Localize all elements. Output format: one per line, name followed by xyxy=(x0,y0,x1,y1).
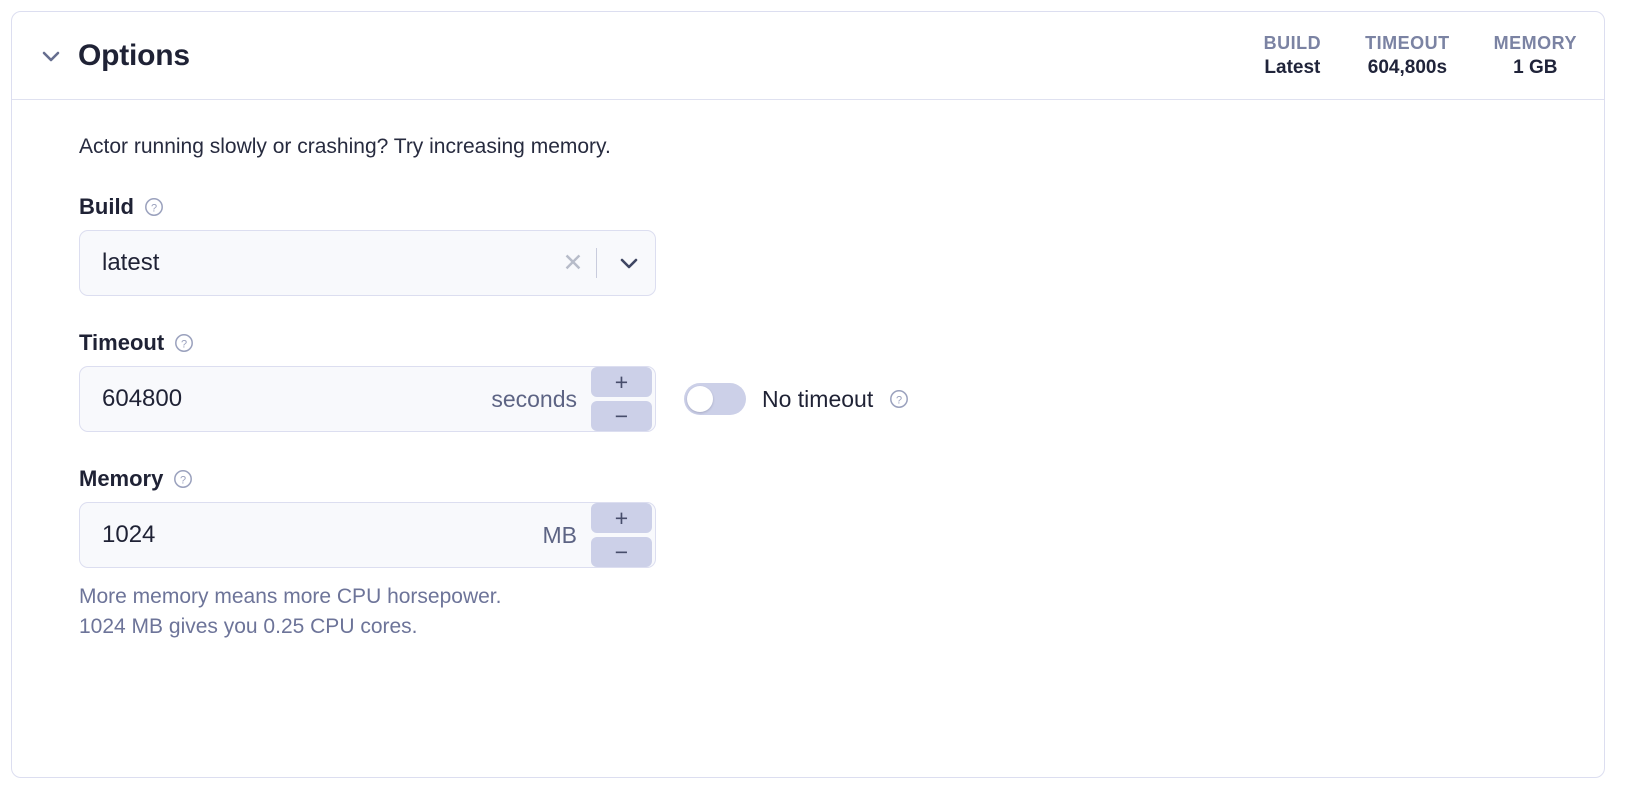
select-divider xyxy=(596,248,597,279)
timeout-stepper: + − xyxy=(591,367,655,432)
memory-helper-line-2: 1024 MB gives you 0.25 CPU cores. xyxy=(79,615,418,639)
timeout-control-row: 604800 seconds + − No timeout xyxy=(79,366,1604,433)
header-stats: BUILD Latest TIMEOUT 604,800s MEMORY 1 G… xyxy=(1264,33,1577,79)
svg-text:?: ? xyxy=(151,203,157,215)
svg-text:?: ? xyxy=(896,395,902,407)
stat-build-label: BUILD xyxy=(1263,32,1322,53)
options-card: Options BUILD Latest TIMEOUT 604,800s ME… xyxy=(11,11,1605,778)
stat-timeout-value: 604,800s xyxy=(1367,56,1448,78)
close-icon[interactable]: ✕ xyxy=(562,249,584,278)
memory-label: Memory xyxy=(79,466,164,492)
no-timeout-group: No timeout ? xyxy=(684,383,909,416)
stat-build: BUILD Latest xyxy=(1264,33,1322,79)
memory-increment-button[interactable]: + xyxy=(591,503,652,534)
timeout-increment-button[interactable]: + xyxy=(591,367,652,398)
build-label-row: Build ? xyxy=(79,194,1604,220)
build-field-block: Build ? latest ✕ xyxy=(79,194,1604,297)
stat-timeout: TIMEOUT 604,800s xyxy=(1365,33,1450,79)
timeout-label: Timeout xyxy=(79,330,165,356)
chevron-down-icon[interactable] xyxy=(603,251,655,275)
page-title: Options xyxy=(78,38,190,72)
stat-build-value: Latest xyxy=(1264,56,1321,78)
question-circle-icon[interactable]: ? xyxy=(173,469,193,489)
no-timeout-label: No timeout xyxy=(762,385,874,412)
memory-stepper: + − xyxy=(591,503,655,568)
memory-helper-text: More memory means more CPU horsepower. 1… xyxy=(79,582,1604,642)
chevron-down-icon[interactable] xyxy=(34,39,68,73)
timeout-field-block: Timeout ? 604800 seconds + − xyxy=(79,330,1604,433)
toggle-knob xyxy=(687,386,713,413)
card-header: Options BUILD Latest TIMEOUT 604,800s ME… xyxy=(12,12,1604,100)
memory-field-block: Memory ? 1024 MB + − xyxy=(79,466,1604,569)
card-body: Actor running slowly or crashing? Try in… xyxy=(12,100,1604,642)
timeout-input-shell[interactable]: 604800 seconds + − xyxy=(79,366,656,433)
stat-memory-label: MEMORY xyxy=(1493,32,1577,53)
intro-text: Actor running slowly or crashing? Try in… xyxy=(79,135,611,158)
svg-text:?: ? xyxy=(180,475,186,487)
question-circle-icon[interactable]: ? xyxy=(889,389,909,409)
timeout-decrement-button[interactable]: − xyxy=(591,401,652,432)
question-circle-icon[interactable]: ? xyxy=(144,197,164,217)
memory-input-shell[interactable]: 1024 MB + − xyxy=(79,502,656,569)
build-label: Build xyxy=(79,194,134,220)
timeout-unit: seconds xyxy=(491,385,577,412)
svg-text:?: ? xyxy=(181,339,187,351)
timeout-input[interactable]: 604800 xyxy=(102,385,183,413)
memory-helper-line-1: More memory means more CPU horsepower. xyxy=(79,585,502,609)
stat-timeout-label: TIMEOUT xyxy=(1365,32,1450,53)
stat-memory: MEMORY 1 GB xyxy=(1494,33,1577,79)
memory-decrement-button[interactable]: − xyxy=(591,537,652,568)
timeout-label-row: Timeout ? xyxy=(79,330,1604,356)
build-select[interactable]: latest ✕ xyxy=(79,230,656,297)
memory-input[interactable]: 1024 xyxy=(102,521,156,549)
question-circle-icon[interactable]: ? xyxy=(174,333,194,353)
stat-memory-value: 1 GB xyxy=(1513,56,1558,78)
memory-unit: MB xyxy=(542,521,578,548)
memory-label-row: Memory ? xyxy=(79,466,1604,492)
no-timeout-toggle[interactable] xyxy=(684,383,746,416)
build-select-value: latest xyxy=(102,249,160,277)
